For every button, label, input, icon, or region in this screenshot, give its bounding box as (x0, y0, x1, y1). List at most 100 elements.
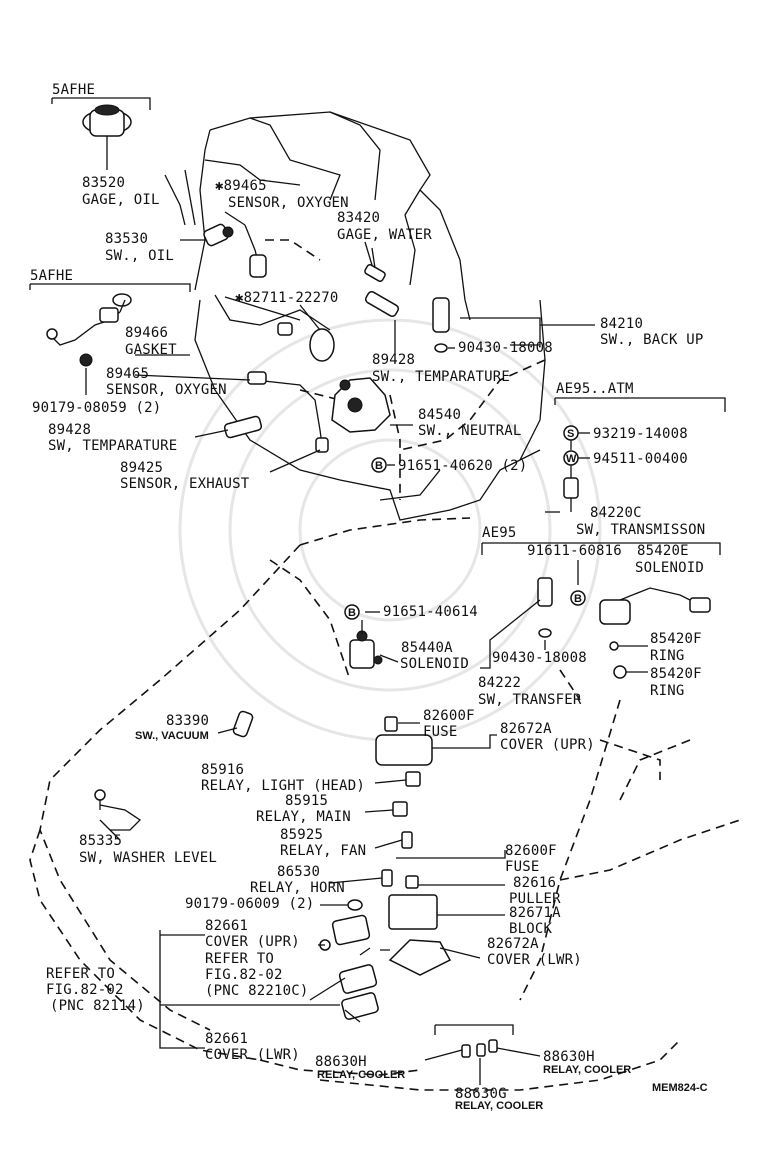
part-number: 85440A (401, 640, 453, 656)
part-number: 90430-18008 (458, 340, 553, 356)
part-desc: SENSOR, OXYGEN (106, 382, 227, 398)
part-desc: SOLENOID (400, 656, 469, 672)
part-number: 89428 (372, 352, 415, 368)
svg-text:B: B (574, 593, 582, 605)
part-number: 85420F (650, 666, 702, 682)
part-desc: SENSOR, EXHAUST (120, 476, 250, 492)
part-desc: SW., TEMPARATURE (372, 369, 510, 385)
svg-text:B: B (375, 460, 383, 472)
part-number: 94511-00400 (593, 451, 688, 467)
part-number: 90179-06009 (2) (185, 896, 314, 912)
part-desc: FUSE (505, 859, 540, 875)
part-number: 89465 (106, 366, 149, 382)
solenoid-a-shape (349, 630, 383, 669)
neutral-switch-shape (331, 377, 391, 433)
solenoid-e-shape (571, 587, 711, 625)
part-number: 84540 (418, 407, 461, 423)
part-number: 88630H (315, 1054, 367, 1070)
part-number: 83520 (82, 175, 125, 191)
part-number: 84210 (600, 316, 643, 332)
group-label-5afhe-top: 5AFHE (52, 82, 95, 98)
part-desc: RELAY, COOLER (543, 1064, 631, 1076)
part-number: 89466 (125, 325, 168, 341)
exhaust-sensor-shape (247, 371, 329, 453)
part-number: 88630G (455, 1086, 507, 1102)
part-number: 83530 (105, 231, 148, 247)
part-number: 89428 (48, 422, 91, 438)
part-desc: COVER (LWR) (205, 1047, 300, 1063)
group-label-ae95-atm: AE95..ATM (556, 381, 634, 397)
part-desc: FUSE (423, 724, 458, 740)
part-desc: SW, TEMPARATURE (48, 438, 177, 454)
callout-symbols: B S W B B (344, 425, 586, 620)
part-desc: GASKET (125, 342, 177, 358)
part-number: 82616 (513, 875, 556, 891)
part-number: 85335 (79, 833, 122, 849)
part-desc: SW, TRANSMISSON (576, 522, 705, 538)
part-number: 85915 (285, 793, 328, 809)
part-number: ✱82711-22270 (235, 290, 339, 306)
figure-code: MEM824-C (652, 1082, 708, 1094)
part-number: 84220C (590, 505, 642, 521)
part-number: 91611-60816 (527, 543, 622, 559)
part-number: 82661 (205, 918, 248, 934)
reference-note: (PNC 82114) (50, 998, 145, 1014)
part-desc: SW, WASHER LEVEL (79, 850, 217, 866)
vacuum-switch-shape (232, 710, 254, 738)
part-desc: RELAY, FAN (280, 843, 366, 859)
part-desc: PULLER (509, 891, 561, 907)
part-number: 89425 (120, 460, 163, 476)
leader-lines (29, 97, 726, 1085)
part-desc: SENSOR, OXYGEN (228, 195, 349, 211)
part-number: 82661 (205, 1031, 248, 1047)
part-desc: SW., OIL (105, 248, 174, 264)
svg-text:W: W (566, 453, 577, 465)
part-desc: GAGE, WATER (337, 227, 432, 243)
part-number: 83420 (337, 210, 380, 226)
relay-shapes (319, 716, 498, 1058)
part-desc: SW, TRANSFER (478, 692, 582, 708)
part-desc: RELAY, COOLER (455, 1100, 543, 1112)
part-number: 85420E (637, 543, 689, 559)
part-desc: BLOCK (509, 921, 553, 937)
transfer-switch-shape (537, 577, 553, 638)
part-number: 85916 (201, 762, 244, 778)
part-desc: COVER (LWR) (487, 952, 582, 968)
water-gage-shape (364, 247, 386, 282)
part-desc: SOLENOID (635, 560, 704, 576)
vehicle-body-outline (29, 517, 741, 1091)
svg-text:S: S (567, 428, 574, 440)
part-number: 82600F (505, 843, 557, 859)
washer-level-shape (94, 789, 142, 831)
reference-note: (PNC 82210C) (205, 983, 309, 999)
reference-note: REFER TO (46, 966, 115, 982)
oil-gage-shape (82, 104, 132, 170)
part-number: 90430-18008 (492, 650, 587, 666)
reference-note: FIG.82-02 (205, 967, 283, 983)
part-desc: RELAY, HORN (250, 880, 345, 896)
reference-note: FIG.82-02 (46, 982, 124, 998)
part-number: 82600F (423, 708, 475, 724)
part-number: 85925 (280, 827, 323, 843)
part-shapes (46, 104, 711, 1058)
transmission-switch-shape (563, 477, 579, 499)
part-desc: SW., NEUTRAL (418, 423, 522, 439)
part-number: 93219-14008 (593, 426, 688, 442)
part-desc: SW., VACUUM (135, 730, 209, 742)
part-number: 86530 (277, 864, 320, 880)
group-label-5afhe-mid: 5AFHE (30, 268, 73, 284)
part-desc: GAGE, OIL (82, 192, 160, 208)
part-number: 91651-40614 (383, 604, 478, 620)
part-number: 90179-08059 (2) (32, 400, 161, 416)
part-number: 82672A (487, 936, 539, 952)
temp-switch-b-shape (364, 291, 400, 317)
part-labels: 83520 GAGE, OIL ✱89465 SENSOR, OXYGEN 83… (32, 175, 708, 1112)
part-number: 88630H (543, 1049, 595, 1065)
part-number: 85420F (650, 631, 702, 647)
part-desc: RING (650, 648, 685, 664)
part-number: 82671A (509, 905, 561, 921)
part-desc: RELAY, LIGHT (HEAD) (201, 778, 365, 794)
part-desc: COVER (UPR) (500, 737, 595, 753)
part-number: 91651-40620 (2) (398, 458, 527, 474)
